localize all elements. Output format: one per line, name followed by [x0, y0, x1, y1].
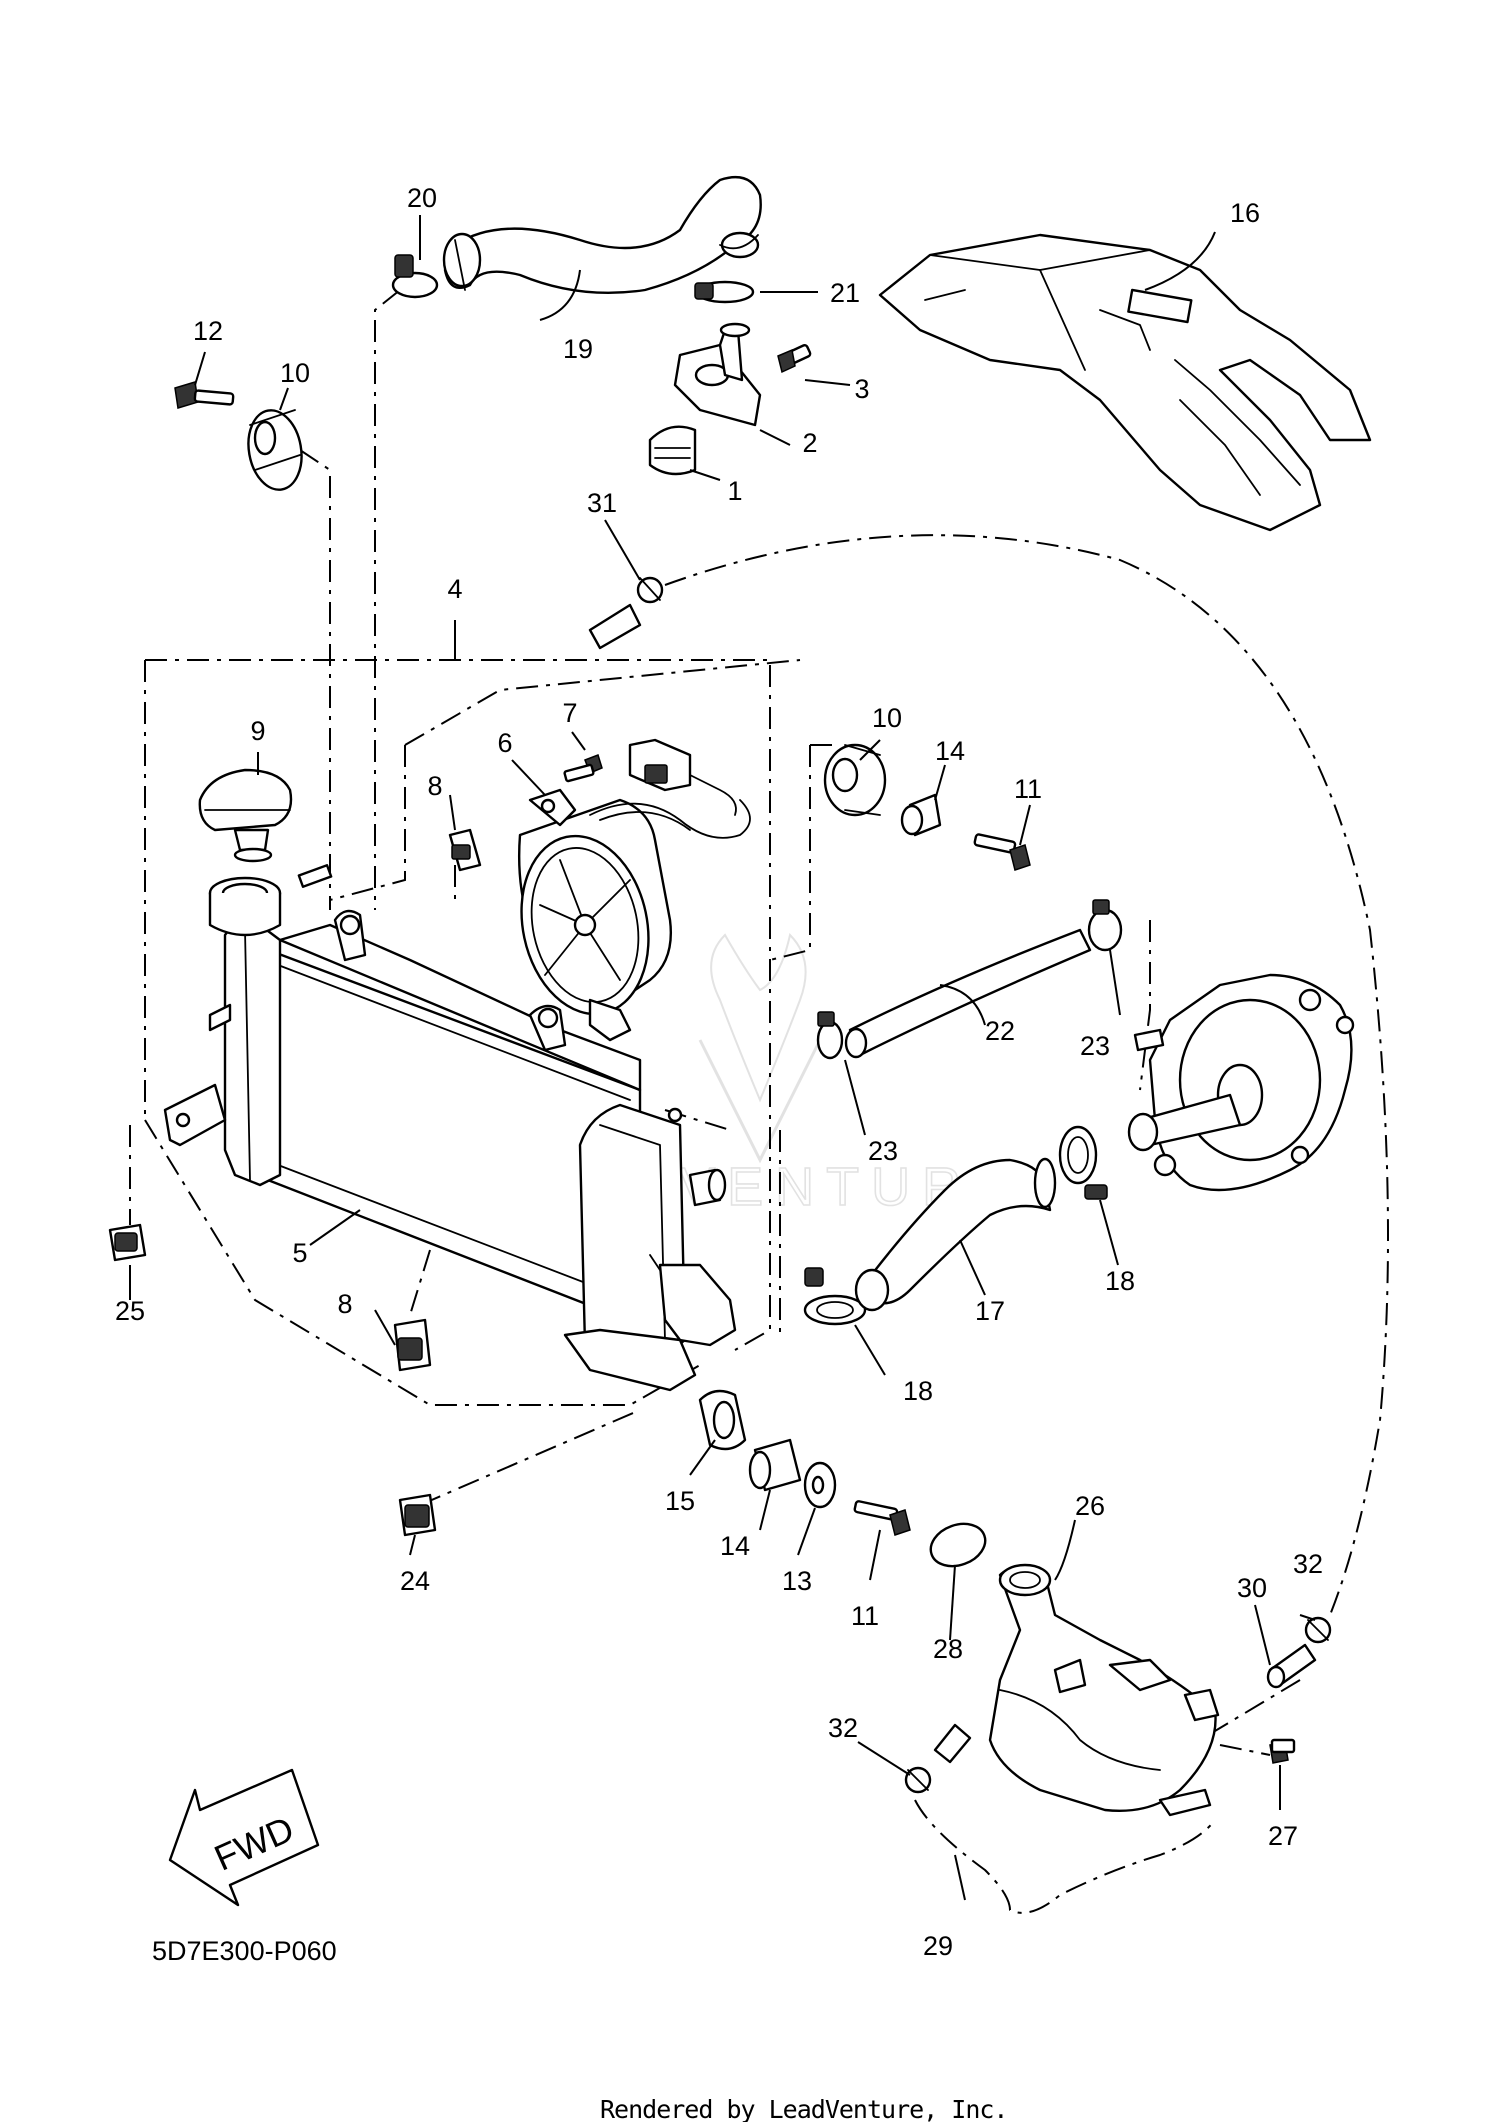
bypass-hose-22 — [844, 928, 1092, 1059]
callout-14-upper: 14 — [935, 736, 965, 766]
hose-30 — [1266, 1643, 1317, 1689]
callout-leaders — [129, 215, 1316, 1901]
bolt-12 — [174, 381, 235, 409]
callout-6: 6 — [497, 728, 512, 758]
callout-21: 21 — [830, 278, 860, 308]
rendered-by-footer: Rendered by LeadVenture, Inc. — [600, 2095, 1008, 2122]
clip-24 — [398, 1493, 437, 1537]
callout-30: 30 — [1237, 1573, 1267, 1603]
callout-10-upper: 10 — [280, 358, 310, 388]
callout-23-upper: 23 — [1080, 1031, 1110, 1061]
callout-22: 22 — [985, 1016, 1015, 1046]
callout-3: 3 — [854, 374, 869, 404]
overflow-hose-stub — [588, 603, 642, 650]
radiator-cover-16 — [878, 233, 1372, 532]
tank-cap-28 — [929, 1522, 987, 1568]
callout-32-left: 32 — [828, 1713, 858, 1743]
clamp-23-lower — [816, 1011, 844, 1060]
callout-23-lower: 23 — [868, 1136, 898, 1166]
callout-11-lower: 11 — [851, 1601, 879, 1631]
filler-neck — [208, 864, 333, 937]
callout-15: 15 — [665, 1486, 695, 1516]
callout-4: 4 — [447, 574, 462, 604]
forward-arrow: FWD — [168, 1768, 320, 1907]
callout-13: 13 — [782, 1566, 812, 1596]
clamp-23-upper — [1087, 899, 1123, 952]
callout-25: 25 — [115, 1296, 145, 1326]
bolt-11-lower — [853, 1500, 911, 1536]
callout-19: 19 — [563, 334, 593, 364]
grommet-10-right — [823, 743, 887, 817]
callout-27: 27 — [1268, 1821, 1298, 1851]
callout-14-lower: 14 — [720, 1531, 750, 1561]
bolt-11-upper — [973, 833, 1031, 871]
callout-12: 12 — [193, 316, 223, 346]
hose-clamp-21 — [694, 280, 755, 304]
radiator-cap-9 — [198, 768, 293, 863]
clip-25 — [108, 1223, 147, 1262]
clip-32-left — [904, 1766, 932, 1794]
callout-8-lower: 8 — [337, 1289, 352, 1319]
callout-24: 24 — [400, 1566, 430, 1596]
callout-5: 5 — [292, 1238, 307, 1268]
breather-hose-29 — [914, 1799, 1216, 1914]
hose-clamp-18-right — [1058, 1125, 1108, 1200]
callout-2: 2 — [802, 428, 817, 458]
hose-clamp-20 — [391, 254, 439, 299]
callout-9: 9 — [250, 716, 265, 746]
hose-stub — [933, 1723, 972, 1764]
callout-29: 29 — [923, 1931, 953, 1961]
lower-radiator-hose-17 — [854, 1157, 1057, 1312]
clip-8-lower — [393, 1318, 432, 1372]
callout-31: 31 — [587, 488, 617, 518]
callout-32-right: 32 — [1293, 1549, 1323, 1579]
upper-radiator-hose-19 — [442, 175, 762, 295]
callout-20: 20 — [407, 183, 437, 213]
bolt-3 — [777, 344, 812, 374]
clip-32-right — [1304, 1616, 1332, 1644]
water-pump — [1127, 973, 1355, 1192]
grommet-15 — [698, 1389, 747, 1451]
callout-26: 26 — [1075, 1491, 1105, 1521]
cooling-fan-6 — [517, 738, 751, 1042]
thermostat-1 — [648, 425, 697, 476]
washer-13 — [803, 1461, 837, 1509]
callout-18-left: 18 — [903, 1376, 933, 1406]
collar-14-lower — [748, 1438, 802, 1492]
collar-14-upper — [900, 793, 942, 837]
thermostat-cover-2 — [673, 322, 762, 427]
bolt-7 — [563, 754, 603, 783]
callout-28: 28 — [933, 1634, 963, 1664]
callout-16: 16 — [1230, 198, 1260, 228]
callout-11-upper: 11 — [1014, 774, 1042, 804]
clip-31 — [636, 576, 664, 604]
callout-18-right: 18 — [1105, 1266, 1135, 1296]
callout-17: 17 — [975, 1296, 1005, 1326]
callout-10-right: 10 — [872, 703, 902, 733]
radiator-5 — [163, 909, 737, 1392]
reservoir-tank-26 — [988, 1563, 1220, 1817]
callout-1: 1 — [727, 476, 742, 506]
callout-8-upper: 8 — [427, 771, 442, 801]
callout-7: 7 — [562, 698, 577, 728]
clip-8-upper — [448, 828, 482, 872]
hose-clamp-18-left — [803, 1267, 867, 1326]
diagram-code: 5D7E300-P060 — [152, 1936, 337, 1966]
grommet-10-upper — [247, 409, 303, 491]
callout-numbers: 1 2 3 4 5 6 7 8 8 9 10 10 11 11 12 13 14… — [115, 183, 1323, 1961]
bolt-27 — [1269, 1738, 1296, 1764]
